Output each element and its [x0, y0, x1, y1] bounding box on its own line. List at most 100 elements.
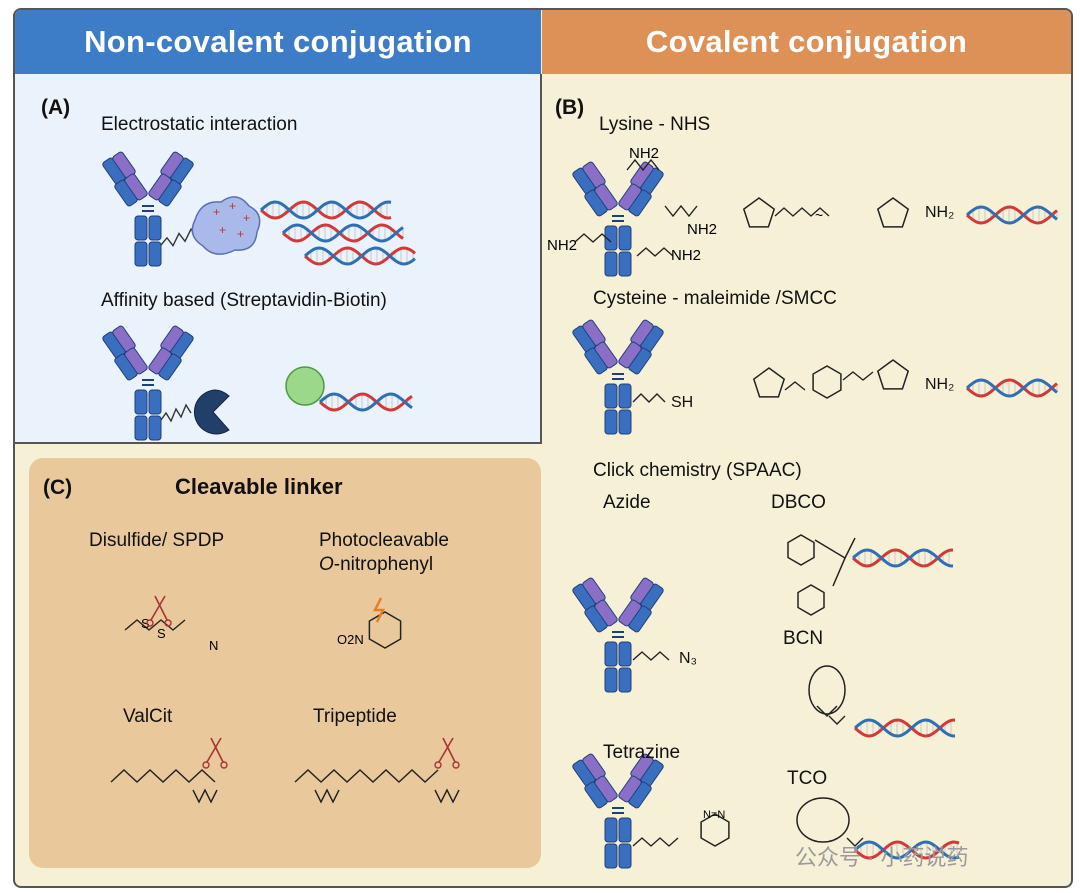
scissor-blade [206, 737, 222, 763]
plus-charge: + [213, 205, 220, 219]
antibody-domain [124, 347, 148, 375]
dna-strand [965, 205, 1058, 225]
dna-strand [853, 840, 960, 860]
antibody-domain [148, 347, 172, 375]
antibody-domain [594, 341, 618, 369]
scissor-blade [210, 737, 224, 763]
nhs-ring-left [742, 197, 776, 228]
dna-strand [853, 840, 960, 860]
glu-sidechain [314, 788, 340, 804]
nh2-antibody-left: NH2 [547, 237, 577, 254]
nh2-antibody-bottom: NH2 [671, 247, 701, 264]
dna-a2 [281, 223, 404, 243]
antibody-domain [148, 415, 162, 441]
antibody-azide [572, 577, 664, 693]
cysteine-chain [632, 393, 666, 403]
non-covalent-header: Non-covalent conjugation [15, 10, 541, 74]
scissor-handle [434, 761, 442, 769]
dbco-ring-top [787, 534, 815, 566]
sh-label: SH [671, 394, 694, 411]
dna-a1 [259, 200, 392, 220]
antibody-cysteine [572, 319, 664, 435]
antibody-domain [594, 775, 618, 803]
dna-strand [965, 378, 1058, 398]
antibody-electrostatic [102, 151, 194, 267]
dna-strand [318, 392, 413, 412]
dna-strand [281, 223, 404, 243]
photocleavable-label: Photocleavable [319, 530, 449, 551]
antibody-tetrazine [572, 753, 664, 869]
dna-strand [851, 548, 954, 568]
dna-strand [303, 246, 416, 266]
azide-label: Azide [603, 492, 651, 513]
dna-strand [318, 392, 413, 412]
linker-affinity [160, 403, 192, 423]
dbco-ring-bottom [797, 584, 825, 616]
italic-o: O [319, 554, 334, 575]
antibody-domain [618, 383, 632, 409]
bcn-linker [828, 715, 846, 725]
lysine-chain [664, 204, 698, 218]
cleavable-linker-title: Cleavable linker [175, 474, 343, 499]
nitrophenyl-ring [368, 611, 402, 649]
tetrazine-linker [632, 837, 679, 847]
antibody-affinity [102, 325, 194, 441]
antibody-domain [618, 225, 632, 251]
nitrophenyl-label: O-nitrophenyl [319, 554, 433, 576]
valcit-backbone [110, 769, 216, 783]
antibody-domain [618, 341, 642, 369]
panel-c [29, 458, 541, 868]
antibody-domain [604, 225, 618, 251]
affinity-label: Affinity based (Streptavidin-Biotin) [101, 290, 387, 311]
antibody-domain [618, 251, 632, 277]
scissor-handle [452, 761, 460, 769]
wavy-bond: ~ [815, 207, 823, 223]
plus-charge: + [237, 227, 244, 241]
antibody-domain [134, 215, 148, 241]
nhs-linker [774, 207, 830, 217]
disulfide-chain [124, 619, 186, 631]
watermark-text: 公众号 · 小药说药 [795, 845, 969, 870]
antibody-domain [124, 173, 148, 201]
antibody-domain [618, 843, 632, 869]
lysine-chain [636, 247, 674, 257]
scissor-blade [154, 595, 168, 621]
antibody-domain [604, 383, 618, 409]
dna-strand [965, 378, 1058, 398]
antibody-domain [618, 667, 632, 693]
tco-label: TCO [787, 768, 828, 789]
biotin-icon [285, 366, 325, 406]
scissor-handle [164, 619, 172, 627]
panel-a-label: (A) [41, 96, 71, 119]
lightning-icon [372, 597, 386, 623]
cysteine-label: Cysteine - maleimide /SMCC [593, 288, 837, 309]
scissor-handle [202, 761, 210, 769]
scissors-disulfide [146, 595, 172, 627]
scissor-blade [442, 737, 456, 763]
nh2-antibody-top: NH2 [629, 145, 659, 162]
antibody-domain [618, 641, 632, 667]
dna-strand [259, 200, 392, 220]
scissor-handle [220, 761, 228, 769]
lysine-nhs-label: Lysine - NHS [599, 114, 711, 135]
figure-frame: Non-covalent conjugation Covalent conjug… [13, 8, 1073, 888]
cit-sidechain [434, 788, 460, 804]
tripeptide-backbone [294, 769, 439, 783]
antibody-domain [148, 241, 162, 267]
bcn-ring [808, 665, 846, 715]
dna-cysteine [965, 378, 1058, 398]
maleimide-ring [752, 367, 786, 398]
scissor-blade [150, 595, 166, 621]
cationic-protein-blob [191, 196, 261, 255]
antibody-domain [134, 389, 148, 415]
antibody-domain [618, 409, 632, 435]
lysine-chain [574, 233, 612, 243]
cyclohexane-ring [812, 365, 842, 399]
antibody-domain [618, 183, 642, 211]
dna-affinity [318, 392, 413, 412]
streptavidin-icon [193, 389, 230, 435]
antibody-lysine [572, 161, 664, 277]
lysine-chain [626, 158, 660, 172]
antibody-domain [148, 389, 162, 415]
